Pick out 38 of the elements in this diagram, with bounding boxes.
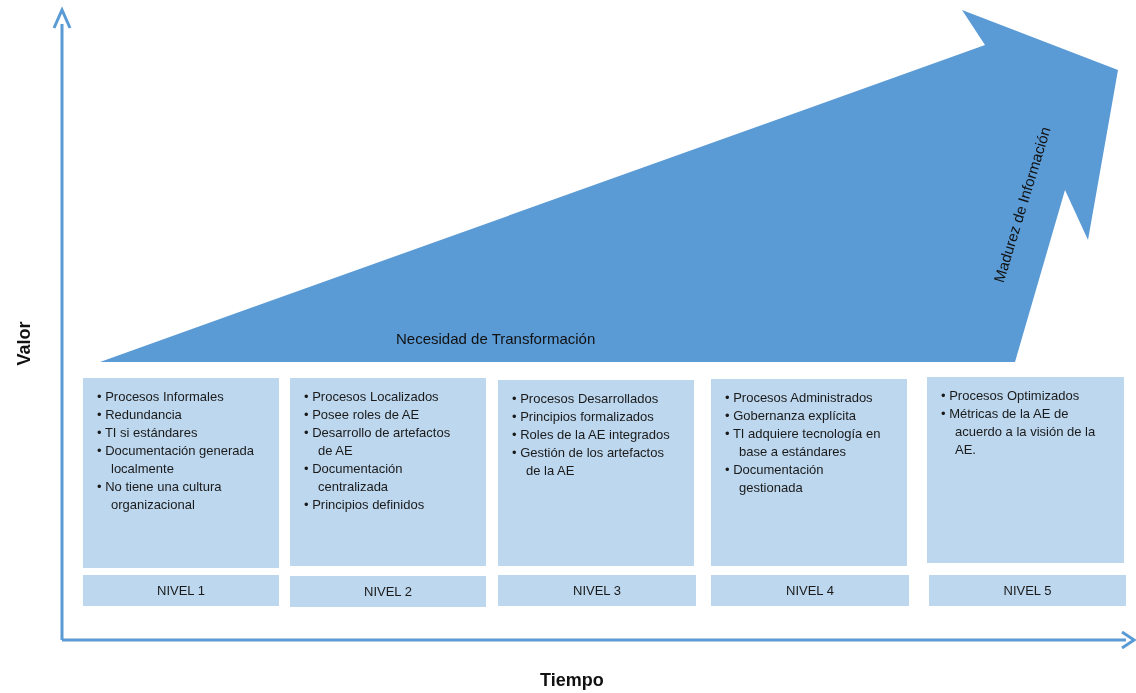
level-description-box [927,377,1124,563]
bullet-item: • TI adquiere tecnología en base a estándares [725,425,882,461]
bullet-item: • Procesos Informales [97,388,225,406]
level-label: NIVEL 5 [1003,583,1052,598]
level-label: NIVEL 1 [157,583,205,598]
bullet-item: • TI si estándares [97,424,199,442]
bullet-item: • Principios formalizados [512,408,655,426]
level-box [498,575,696,606]
level-box [290,576,486,607]
bullet-item: • Procesos Localizados [304,388,440,406]
level-description-box [83,378,279,568]
axis-title: Tiempo [540,670,604,691]
arrow-label: Necesidad de Transformación [396,330,596,347]
bullet-item: • Desarrollo de artefactos de AE [304,424,452,460]
bullet-item: • Principios definidos [304,496,426,514]
level-label: NIVEL 4 [786,583,834,598]
level-box [711,575,909,606]
level-label: NIVEL 3 [573,583,621,598]
bullet-item: • No tiene una cultura organizacional [97,478,223,514]
axis-title: Valor [13,321,35,366]
bullet-item: • Gobernanza explícita [725,407,857,425]
level-label: NIVEL 2 [364,584,412,599]
level-box [83,575,279,606]
level-description-box [498,380,694,566]
level-description-box [290,378,486,566]
level-description-box [711,379,907,566]
bullet-item: • Posee roles de AE [304,406,421,424]
bullet-item: • Documentación gestionada [725,461,825,497]
bullet-item: • Gestión de los artefactos de la AE [512,444,665,480]
level-box [929,575,1126,606]
bullet-item: • Métricas de la AE de acuerdo a la visión de la AE. [941,405,1097,459]
bullet-item: • Documentación centralizada [304,460,404,496]
bullet-item: • Roles de la AE integrados [512,426,671,444]
bullet-item: • Redundancia [97,406,183,424]
bullet-item: • Procesos Desarrollados [512,390,660,408]
bullet-item: • Procesos Administrados [725,389,874,407]
bullet-item: • Procesos Optimizados [941,387,1081,405]
bullet-item: • Documentación generada localmente [97,442,256,478]
